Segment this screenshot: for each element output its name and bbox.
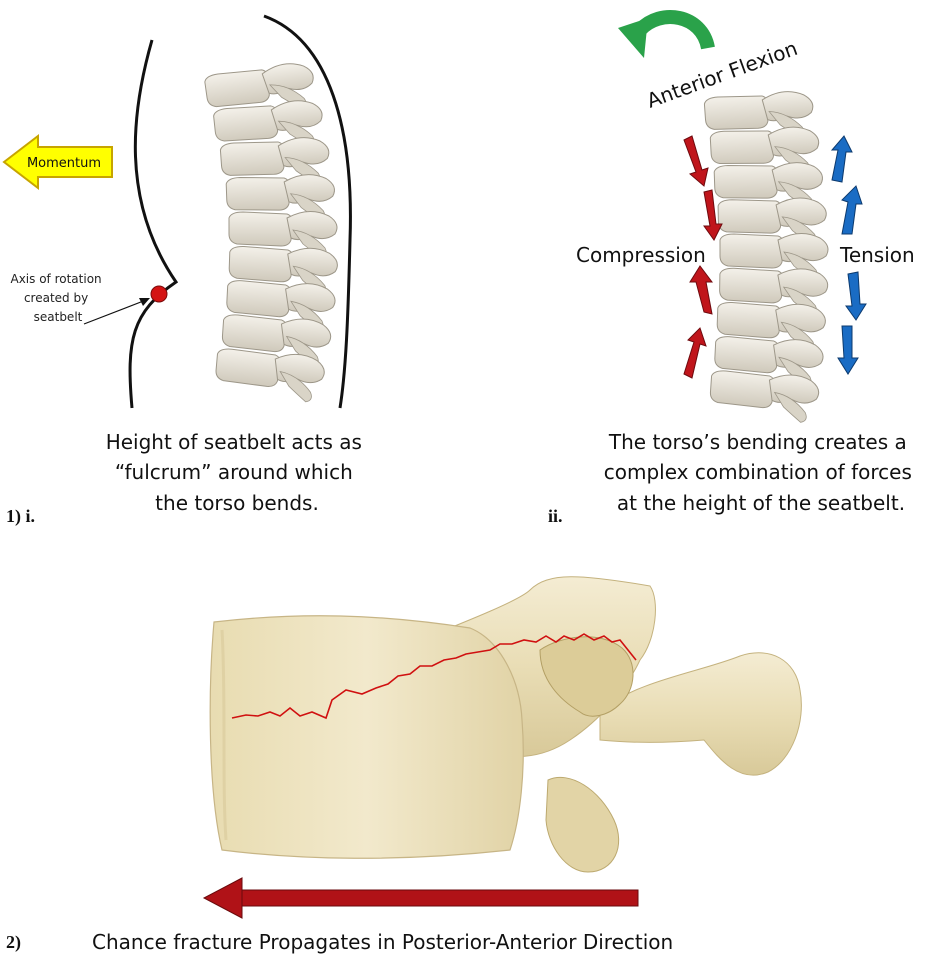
panel-marker: 2) — [6, 932, 21, 953]
torso-back-outline — [263, 14, 352, 409]
tension-label: Tension — [839, 243, 915, 267]
posterior-anterior-arrow — [202, 877, 639, 919]
panel-marker: 1) i. — [6, 506, 35, 527]
compression-arrow-up-1 — [689, 265, 713, 315]
caption-line: “fulcrum” around which — [115, 460, 353, 484]
caption-line: complex combination of forces — [604, 460, 912, 484]
curved-arrow-icon — [618, 10, 715, 58]
torso-front-outline — [128, 39, 179, 409]
axis-of-rotation-dot — [150, 285, 168, 303]
panel-marker: ii. — [548, 506, 563, 526]
panel-2-caption: Chance fracture Propagates in Posterior-… — [92, 930, 673, 954]
spine-illustration — [703, 89, 829, 424]
fracture-line — [231, 633, 637, 720]
tension-arrow-up-2 — [841, 185, 863, 235]
panel-2: 2) Chance fracture Propagates in Posteri… — [6, 576, 802, 954]
caption-line: the torso bends. — [155, 491, 319, 515]
compression-arrow-down-1 — [683, 135, 709, 187]
tension-arrow-up-1 — [830, 135, 853, 183]
vertebra-illustration — [209, 576, 802, 873]
caption-line: at the height of the seatbelt. — [617, 491, 905, 515]
tension-arrows — [830, 135, 867, 375]
axis-note: Axis of rotation created by seatbelt — [11, 272, 106, 324]
axis-note-line: Axis of rotation — [11, 272, 102, 286]
panel-1-i: Momentum Axis of rotation created by sea… — [2, 14, 369, 527]
left-arrow-icon — [2, 133, 113, 191]
axis-pointer-arrow — [83, 299, 147, 325]
momentum-label: Momentum — [27, 156, 101, 171]
compression-arrows — [683, 135, 723, 379]
caption-line: The torso’s bending creates a — [608, 430, 907, 454]
spine-illustration — [203, 59, 339, 404]
caption-line: Height of seatbelt acts as — [106, 430, 362, 454]
axis-note-line: created by — [24, 291, 88, 305]
axis-note-line: seatbelt — [34, 310, 83, 324]
panel-1-ii: Anterior Flexion Compression — [548, 10, 918, 526]
panel-1-ii-caption: The torso’s bending creates a complex co… — [604, 430, 918, 515]
compression-arrow-down-2 — [703, 189, 723, 241]
compression-arrow-up-2 — [683, 327, 707, 379]
panel-1-i-caption: Height of seatbelt acts as “fulcrum” aro… — [106, 430, 369, 515]
tension-arrow-down-2 — [837, 325, 859, 375]
compression-label: Compression — [576, 243, 706, 267]
tension-arrow-down-1 — [845, 271, 867, 321]
